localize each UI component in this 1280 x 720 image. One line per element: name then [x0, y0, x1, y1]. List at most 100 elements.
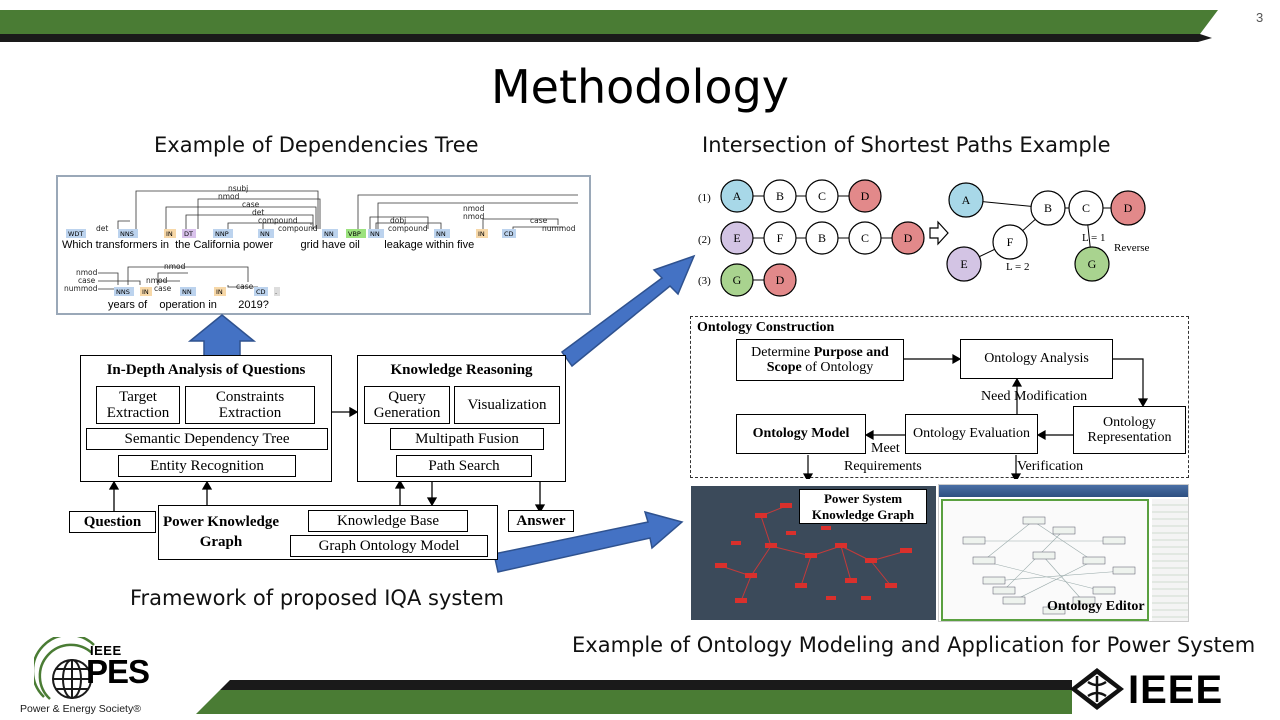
ontology-analysis-box: Ontology Analysis: [960, 339, 1113, 379]
ontology-title: Ontology Construction: [697, 320, 835, 335]
ieee-diamond-icon: [1070, 668, 1124, 710]
slide-title: Methodology: [490, 60, 789, 114]
svg-text:nummod: nummod: [542, 224, 576, 233]
svg-text:L = 2: L = 2: [1006, 261, 1030, 273]
analysis-title: In-Depth Analysis of Questions: [106, 362, 306, 378]
knowledge-base-box: Knowledge Base: [308, 510, 468, 532]
target-extraction-box: Target Extraction: [96, 386, 180, 424]
svg-text:IN: IN: [142, 288, 149, 296]
svg-text:(2): (2): [698, 234, 711, 246]
svg-text:nmod: nmod: [146, 276, 168, 285]
svg-text:IN: IN: [216, 288, 223, 296]
svg-text:(1): (1): [698, 192, 711, 204]
svg-text:D: D: [1124, 201, 1133, 215]
svg-text:G: G: [1088, 257, 1097, 271]
svg-text:C: C: [818, 189, 826, 203]
bottom-banner: [196, 680, 1072, 714]
svg-text:NN: NN: [260, 230, 270, 238]
svg-text:case: case: [530, 216, 548, 225]
ieee-small-text: IEEE: [90, 643, 122, 658]
verification-label: Verification: [1017, 459, 1084, 474]
dependency-tree-figure: nsubj nmod case det compound compound de…: [56, 175, 591, 315]
pskg-screenshot: Power System Knowledge Graph: [691, 486, 936, 620]
svg-text:WDT: WDT: [68, 230, 83, 238]
svg-text:NN: NN: [182, 288, 192, 296]
dependency-row1: Which transformers in the California pow…: [62, 239, 475, 251]
svg-text:det: det: [252, 208, 264, 217]
svg-text:B: B: [776, 189, 784, 203]
svg-text:nmod: nmod: [76, 268, 98, 277]
ontology-evaluation-box: Ontology Evaluation: [905, 414, 1038, 454]
svg-text:F: F: [777, 231, 784, 245]
caption-framework: Framework of proposed IQA system: [130, 586, 504, 610]
svg-text:CD: CD: [504, 230, 514, 238]
svg-text:DT: DT: [184, 230, 193, 238]
svg-text:B: B: [818, 231, 826, 245]
svg-text:NNP: NNP: [215, 230, 229, 238]
entity-recognition-box: Entity Recognition: [118, 455, 296, 477]
sdt-box: Semantic Dependency Tree: [86, 428, 328, 450]
dependency-row2: years of operation in 2019?: [108, 299, 269, 311]
ontology-editor-screenshot: Ontology Editor: [938, 484, 1189, 622]
svg-text:case: case: [242, 200, 260, 209]
ieee-big-text: IEEE: [1128, 668, 1224, 712]
constraints-extraction-box: Constraints Extraction: [185, 386, 315, 424]
editor-side-panel: [1152, 499, 1188, 621]
visualization-box: Visualization: [454, 386, 560, 424]
svg-text:case: case: [78, 276, 96, 285]
svg-text:D: D: [776, 273, 785, 287]
svg-text:IN: IN: [478, 230, 485, 238]
svg-text:A: A: [962, 193, 971, 207]
svg-text:VBP: VBP: [348, 230, 361, 238]
svg-text:compound: compound: [278, 224, 318, 233]
answer-box: Answer: [508, 510, 574, 532]
svg-text:F: F: [1007, 235, 1014, 249]
caption-dependency-tree: Example of Dependencies Tree: [154, 133, 479, 157]
svg-text:E: E: [960, 257, 967, 271]
svg-text:D: D: [861, 189, 870, 203]
requirements-label: Requirements: [844, 459, 922, 474]
ontology-connectors: [802, 353, 1149, 479]
svg-text:NN: NN: [370, 230, 380, 238]
path-search-box: Path Search: [396, 455, 532, 477]
caption-shortest-paths: Intersection of Shortest Paths Example: [702, 133, 1111, 157]
svg-text:D: D: [904, 231, 913, 245]
page-number: 3: [1256, 10, 1264, 25]
pskg-graph: [715, 503, 912, 603]
svg-text:C: C: [1082, 201, 1090, 215]
ontology-construction: Ontology Construction Determine Purpose …: [690, 316, 1189, 479]
svg-text:nmod: nmod: [164, 262, 186, 271]
svg-text:G: G: [733, 273, 742, 287]
svg-text:nmod: nmod: [463, 204, 485, 213]
editor-toolbar: [939, 485, 1188, 497]
implies-arrow: [929, 220, 949, 246]
svg-text:det: det: [96, 224, 108, 233]
svg-text:E: E: [733, 231, 740, 245]
svg-text:nsubj: nsubj: [228, 184, 248, 193]
svg-text:(3): (3): [698, 275, 711, 287]
svg-text:NNS: NNS: [116, 288, 130, 296]
editor-graph: [962, 516, 1136, 615]
framework-connectors: [108, 406, 546, 514]
top-banner: [0, 10, 1218, 42]
ieee-pes-logo: IEEE PES Power & Energy Society®: [20, 633, 200, 718]
svg-text:CD: CD: [256, 288, 266, 296]
svg-text:compound: compound: [388, 224, 428, 233]
svg-text:A: A: [733, 189, 742, 203]
dependency-arcs: nsubj nmod case det compound compound de…: [64, 184, 578, 296]
svg-text:NN: NN: [436, 230, 446, 238]
pskg-label: Power System Knowledge Graph: [799, 489, 927, 525]
svg-text:IN: IN: [166, 230, 173, 238]
ontology-representation-box: Ontology Representation: [1073, 406, 1186, 454]
path-graphs: (1) (2) (3) A B C D E F B C D G D: [698, 179, 1150, 297]
ieee-logo: IEEE: [1068, 664, 1273, 716]
ontology-model-box: Ontology Model: [736, 414, 866, 454]
graph-ontology-box: Graph Ontology Model: [290, 535, 488, 557]
need-modification-label: Need Modification: [981, 389, 1088, 404]
globe-icon: [34, 637, 95, 700]
society-text: Power & Energy Society®: [20, 703, 141, 715]
svg-text:case: case: [236, 282, 254, 291]
editor-canvas: [941, 499, 1149, 621]
meet-label: Meet: [871, 441, 900, 456]
